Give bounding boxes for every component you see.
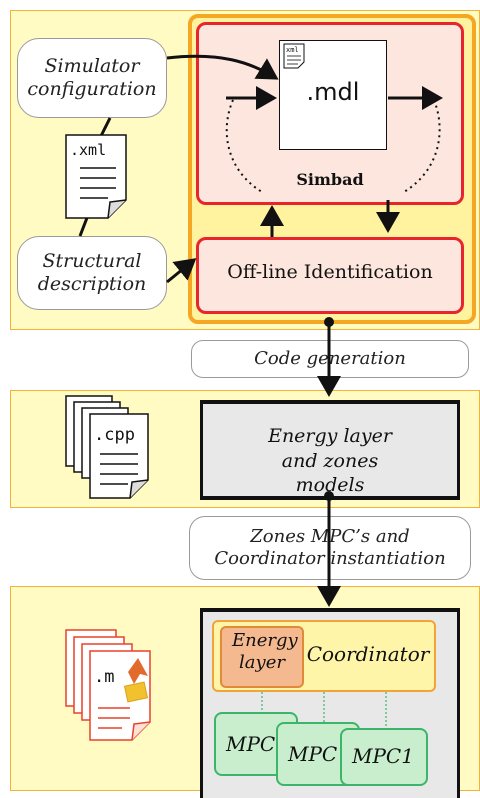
right-dotted-curve: [403, 99, 441, 193]
structural-to-offline-arrow: [166, 258, 197, 284]
left-dotted-curve: [225, 99, 263, 193]
mpc-label-3: MPC1: [352, 744, 414, 768]
mdl-xml-small-icon: [283, 43, 305, 69]
offline-identification-box: [196, 237, 464, 314]
config-to-mdl-arrow: [166, 54, 279, 80]
mpc-label-2: MPC: [288, 742, 338, 766]
simulator-configuration-callout: Simulator configuration: [17, 38, 167, 118]
cpp-label: .cpp: [94, 425, 135, 445]
energy-layer-models-label: Energy layer and zones models: [268, 425, 392, 497]
xml-doc-label: .xml: [70, 141, 106, 159]
energy-layer-models-left-edge: [200, 400, 203, 500]
structural-description-callout: Structural description: [17, 236, 167, 310]
energy-layer-models-right-edge: [457, 400, 460, 500]
mdl-label: .mdl: [306, 78, 360, 106]
simulator-configuration-label: Simulator configuration: [27, 55, 157, 100]
m-document-stack-icon: [65, 629, 151, 741]
mdl-xml-small-label: xml: [286, 46, 299, 54]
structural-description-label: Structural description: [37, 250, 147, 295]
cpp-document-stack-icon: [65, 395, 149, 499]
mpc-label-1: MPC: [226, 732, 276, 756]
energy-layer-label: Energy layer: [232, 630, 298, 673]
coordinator-label: Coordinator: [306, 642, 430, 666]
simbad-label: Simbad: [296, 170, 364, 189]
m-label: .m: [94, 667, 114, 687]
offline-identification-label: Off-line Identification: [227, 261, 433, 283]
xml-document-icon: [65, 134, 127, 219]
energy-layer-box: [220, 626, 304, 688]
mpc-box-3: [340, 728, 428, 786]
